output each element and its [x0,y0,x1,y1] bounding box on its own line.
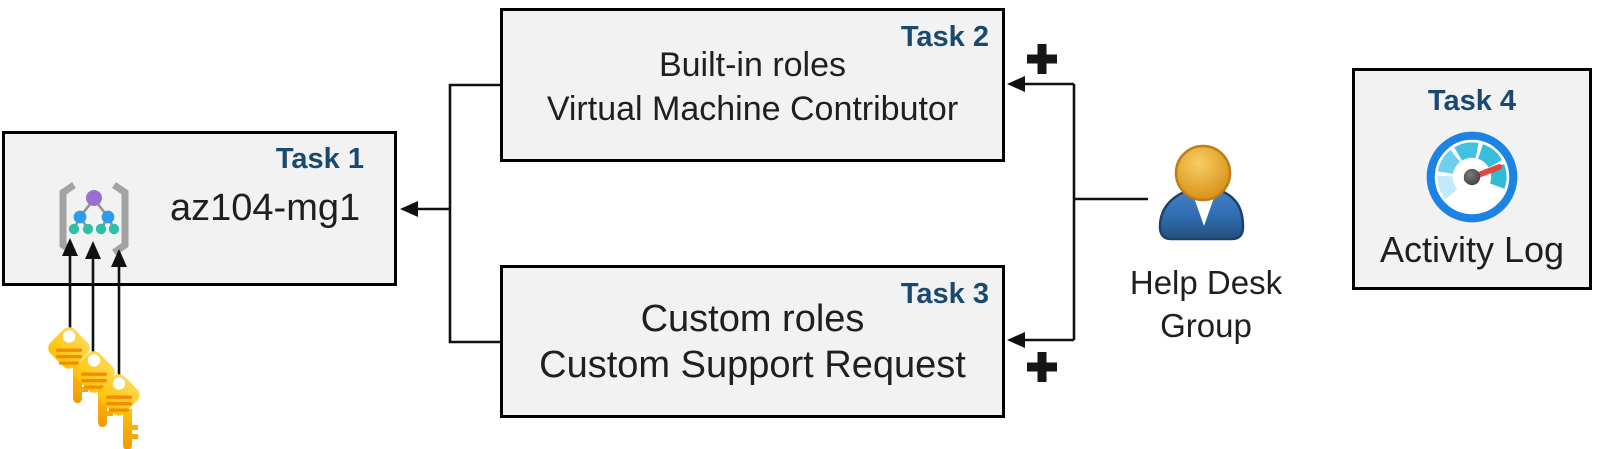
task2-box: Task 2 Built-in roles Virtual Machine Co… [500,8,1005,162]
arrowhead-to-builtin [1007,76,1025,92]
task3-box: Task 3 Custom roles Custom Support Reque… [500,265,1005,418]
connector-roles-to-mg [400,83,500,344]
task3-line1: Custom roles [640,298,865,340]
plus-icon-builtin [1027,44,1057,74]
task2-line2: Virtual Machine Contributor [546,90,959,128]
task4-box: Task 4 Activity Log [1352,68,1592,290]
task1-box: Task 1 az104-mg1 [2,131,397,286]
helpdesk-label-line1: Help Desk [1129,264,1283,301]
task3-label: Task 3 [900,278,989,310]
task4-caption: Activity Log [1379,229,1565,270]
task3-line2: Custom Support Request [539,344,966,386]
helpdesk-group-label: Help Desk Group [1118,261,1294,347]
task4-label: Task 4 [1427,85,1517,117]
access-keys-icon [44,323,144,449]
arrowhead-to-mg [400,201,418,217]
person-icon [1158,144,1245,241]
plus-icon-custom [1027,352,1057,382]
task2-label: Task 2 [900,21,989,53]
task3-text: Custom roles Custom Support Request [503,296,1002,388]
task2-text: Built-in roles Virtual Machine Contribut… [503,43,1002,131]
activity-log-gauge-icon [1426,131,1518,223]
helpdesk-label-line2: Group [1160,307,1252,344]
arrowhead-to-custom [1007,332,1025,348]
split-connector-line [448,83,500,344]
task2-line1: Built-in roles [658,46,847,84]
management-group-name: az104-mg1 [170,187,361,229]
management-group-icon [59,182,129,256]
task1-label: Task 1 [275,143,364,175]
